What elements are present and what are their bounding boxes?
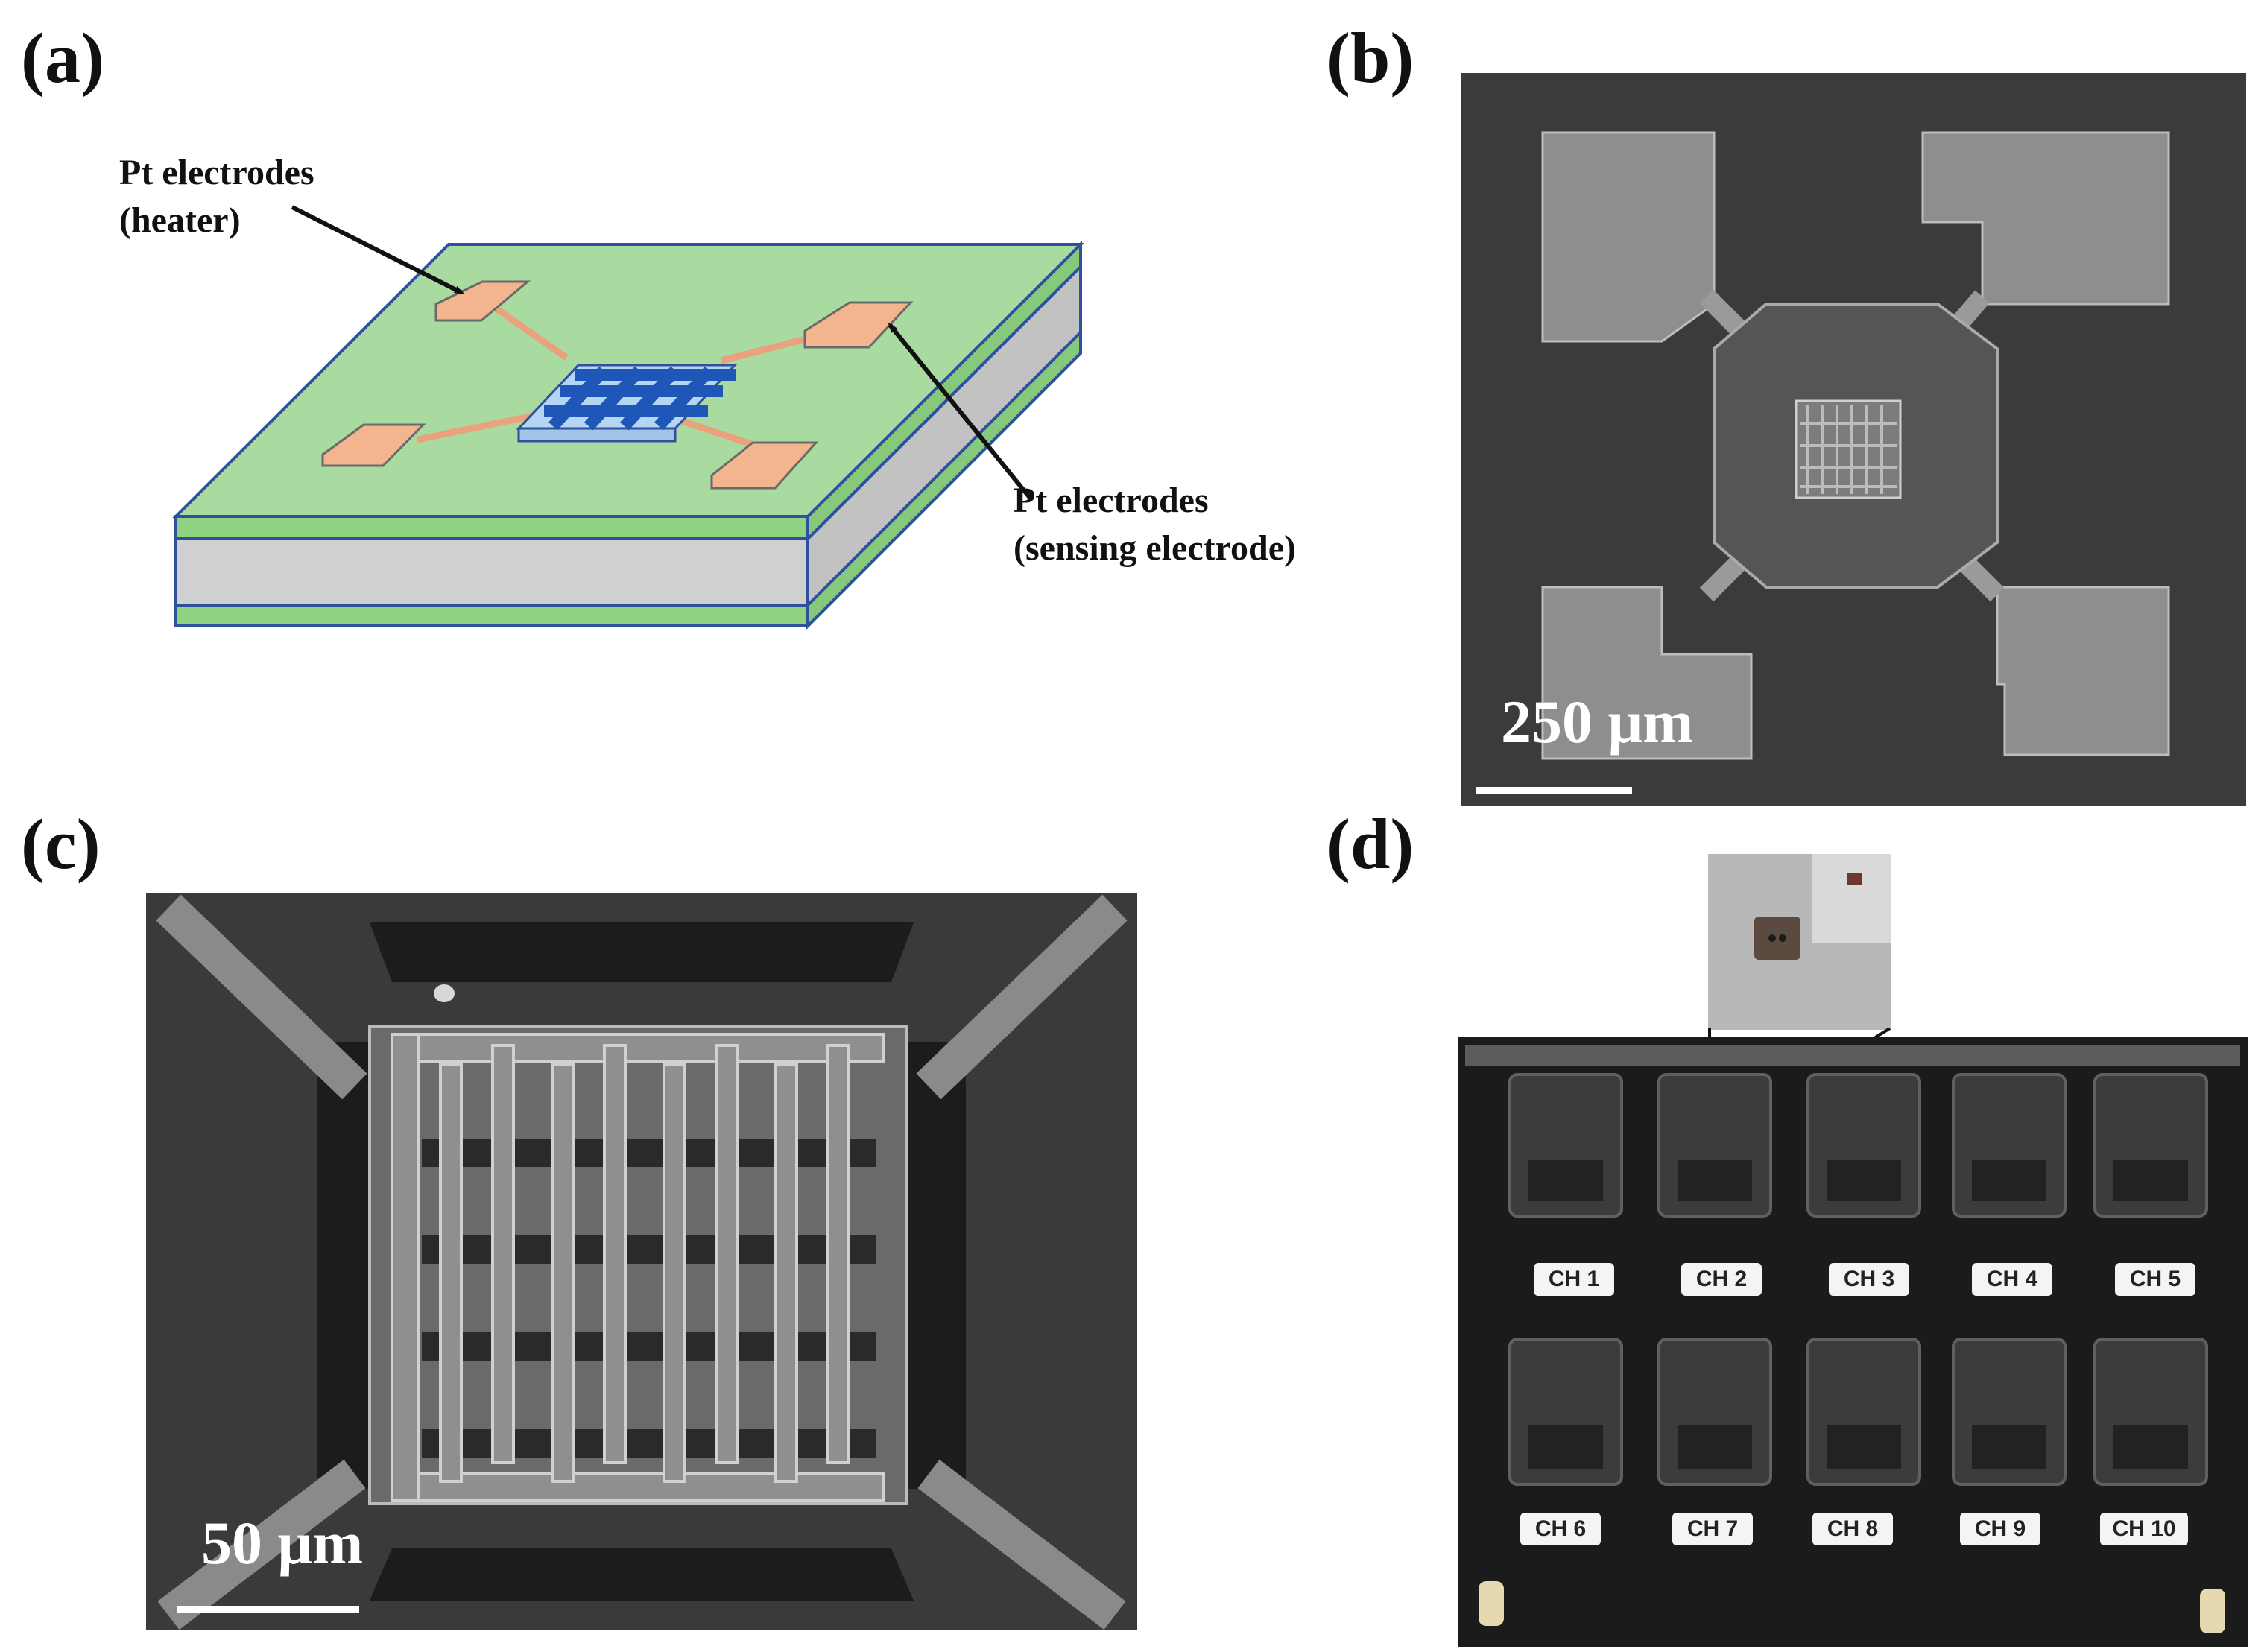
- sensor-schematic: [172, 205, 1084, 630]
- channel-label-10: CH 10: [2100, 1513, 2188, 1545]
- panel-label-a: (a): [21, 18, 104, 98]
- test-board-photo: [1458, 1037, 2248, 1647]
- channel-label-7: CH 7: [1672, 1513, 1753, 1545]
- heater-callout-line2: (heater): [119, 200, 241, 240]
- channel-label-6: CH 6: [1520, 1513, 1601, 1545]
- heater-callout: Pt electrodes (heater): [119, 149, 314, 244]
- channel-label-5: CH 5: [2115, 1263, 2195, 1296]
- channel-label-2: CH 2: [1681, 1263, 1762, 1296]
- scale-bar-b: [1476, 787, 1632, 794]
- heater-callout-line1: Pt electrodes: [119, 153, 314, 192]
- sem-image-closeup: [146, 893, 1137, 1630]
- sem-pad-bottom-right: [1996, 586, 2170, 756]
- sensing-callout-line1: Pt electrodes: [1014, 481, 1209, 520]
- sem-pad-top-left-main: [1541, 131, 1716, 343]
- sensing-pad-2: [710, 441, 819, 490]
- panel-label-d: (d): [1327, 804, 1414, 884]
- scale-text-b: 250 μm: [1501, 688, 1694, 756]
- channel-label-9: CH 9: [1960, 1513, 2040, 1545]
- board-post-left: [1479, 1581, 1504, 1626]
- panel-label-b: (b): [1327, 18, 1414, 98]
- panel-label-c: (c): [21, 804, 101, 884]
- sensing-callout: Pt electrodes (sensing electrode): [1014, 477, 1296, 572]
- heater-pad-1: [434, 280, 531, 322]
- sem-membrane: [1713, 303, 1999, 589]
- heater-arrow: [291, 205, 465, 295]
- channel-label-4: CH 4: [1972, 1263, 2052, 1296]
- sensing-arrow: [888, 322, 1032, 499]
- channel-label-8: CH 8: [1812, 1513, 1893, 1545]
- callout-arrows: [291, 205, 1032, 499]
- sem-pad-bottom-left: [1541, 586, 1753, 760]
- sensor-grid: [516, 364, 738, 443]
- sensing-callout-line2: (sensing electrode): [1014, 528, 1297, 568]
- channel-label-3: CH 3: [1829, 1263, 1909, 1296]
- sensor-chip-inset: [1708, 854, 1891, 1030]
- board-post-right: [2200, 1589, 2225, 1633]
- channel-label-1: CH 1: [1534, 1263, 1614, 1296]
- scale-bar-c: [177, 1606, 359, 1613]
- scale-text-c: 50 μm: [201, 1509, 364, 1577]
- heater-pad-2: [321, 423, 426, 467]
- sem-image-overview: [1461, 73, 2246, 806]
